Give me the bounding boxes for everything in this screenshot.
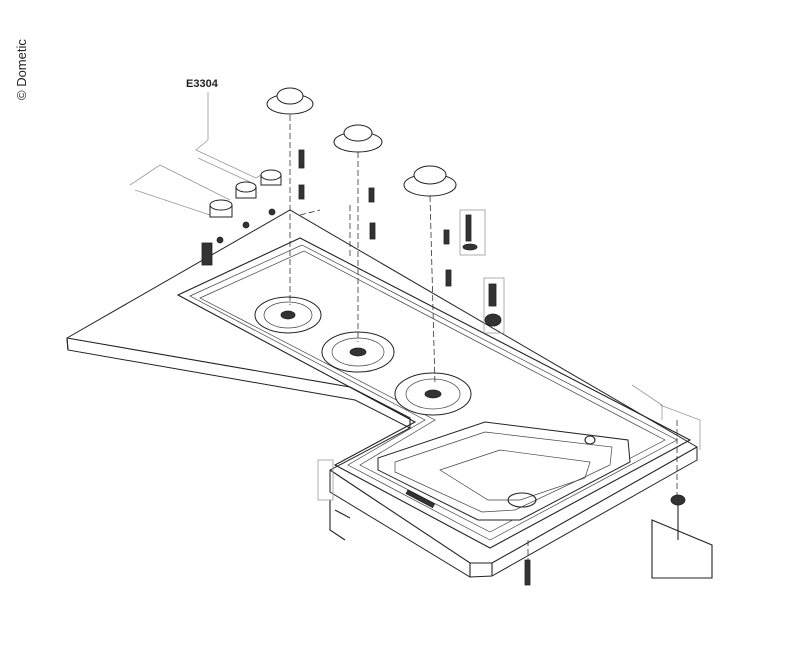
burner-cap-2 — [333, 124, 383, 153]
label-leader — [195, 92, 267, 183]
knob-leader — [129, 164, 231, 216]
injector-parts — [298, 149, 505, 334]
countertop — [66, 209, 698, 578]
part-number-label: E3304 — [186, 78, 218, 90]
hob-frame — [176, 237, 692, 549]
burner-cap-1 — [266, 87, 314, 115]
sink-basin — [377, 421, 631, 521]
control-knobs — [201, 169, 282, 266]
burner-3 — [394, 372, 472, 416]
screw — [524, 559, 531, 586]
mounting-clamp-right — [631, 384, 713, 579]
burner-1 — [254, 296, 322, 334]
burner-cap-3 — [403, 165, 457, 197]
mounting-clamp-left — [317, 459, 351, 541]
